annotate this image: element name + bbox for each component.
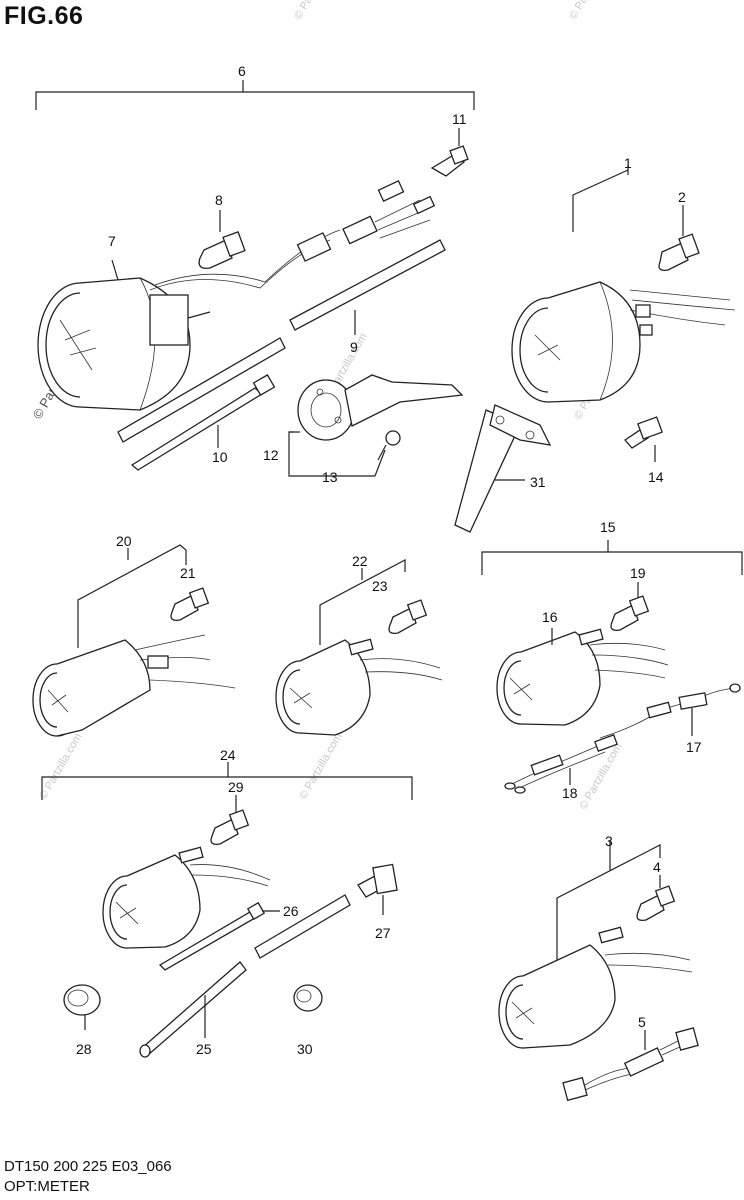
- group-22: 22: [275, 553, 443, 736]
- callout-31: 31: [530, 474, 546, 490]
- callout-7: 7: [108, 233, 116, 249]
- callout-11: 11: [452, 111, 467, 127]
- callout-26: 26: [283, 903, 299, 919]
- watermark-6: © Partzilla.com: [37, 731, 84, 801]
- callout-10: 10: [212, 449, 228, 465]
- callout-25: 25: [196, 1041, 212, 1057]
- figure-title: FIG.66: [4, 2, 84, 30]
- callout-16: 16: [542, 609, 558, 625]
- callout-14: 14: [648, 469, 664, 485]
- screw-13: 13: [322, 430, 401, 485]
- group-24: 24: [41, 747, 413, 949]
- callout-30: 30: [297, 1041, 313, 1057]
- bulb-19: 19: [610, 565, 650, 631]
- watermark-2: © Partzilla.com: [567, 0, 614, 22]
- strap-26: 26: [158, 901, 299, 971]
- callout-29: 29: [228, 779, 244, 795]
- callout-15: 15: [600, 519, 616, 535]
- tube-9: 9: [117, 239, 446, 443]
- callout-1: 1: [624, 155, 632, 171]
- harness-5: 5: [562, 1014, 699, 1102]
- callout-19: 19: [630, 565, 646, 581]
- tube-25: 25: [139, 894, 351, 1058]
- callout-2: 2: [678, 189, 686, 205]
- model-label: DT150 200 225 E03_066: [4, 1158, 172, 1175]
- bulb-21: 21: [170, 565, 210, 621]
- bulb-29: 29: [210, 779, 250, 845]
- watermark-7: © Partzilla.com: [297, 731, 344, 801]
- callout-22: 22: [352, 553, 368, 569]
- group-6: 6: [35, 63, 475, 110]
- harness-17: 17: [599, 683, 741, 755]
- callout-17: 17: [686, 739, 702, 755]
- callout-6: 6: [238, 63, 246, 79]
- bulb-23: 23: [372, 578, 428, 634]
- callout-5: 5: [638, 1014, 646, 1030]
- callout-4: 4: [653, 859, 661, 875]
- group-20: 20: [32, 533, 236, 737]
- group-15: 15 16: [481, 519, 743, 726]
- callout-20: 20: [116, 533, 132, 549]
- group-1: 1: [511, 155, 736, 403]
- callout-8: 8: [215, 192, 223, 208]
- callout-27: 27: [375, 925, 391, 941]
- cap-28: 28: [63, 984, 101, 1057]
- gauge-7: 7: [37, 180, 436, 411]
- bulb-4: 4: [636, 859, 676, 921]
- bulb-8: 8: [198, 192, 246, 269]
- cap-30: 30: [293, 984, 323, 1057]
- callout-9: 9: [350, 339, 358, 355]
- bulb-2: 2: [658, 189, 700, 271]
- strap-10: 10: [130, 374, 276, 471]
- callout-21: 21: [180, 565, 196, 581]
- section-label: OPT:METER: [4, 1178, 90, 1195]
- callout-28: 28: [76, 1041, 92, 1057]
- callout-24: 24: [220, 747, 236, 763]
- sender-31: 31: [454, 404, 552, 533]
- callout-13: 13: [322, 469, 338, 485]
- fitting-27: 27: [357, 863, 398, 941]
- callout-3: 3: [605, 833, 613, 849]
- callout-12: 12: [263, 447, 279, 463]
- watermark-1: © Partzilla.com: [292, 0, 339, 22]
- callout-18: 18: [562, 785, 578, 801]
- harness-18: 18: [504, 734, 618, 801]
- callout-23: 23: [372, 578, 388, 594]
- group-3: 3: [498, 833, 693, 1049]
- connector-11: 11: [430, 111, 469, 177]
- sender-12: 12: [263, 374, 464, 477]
- fitting-14: 14: [624, 416, 664, 485]
